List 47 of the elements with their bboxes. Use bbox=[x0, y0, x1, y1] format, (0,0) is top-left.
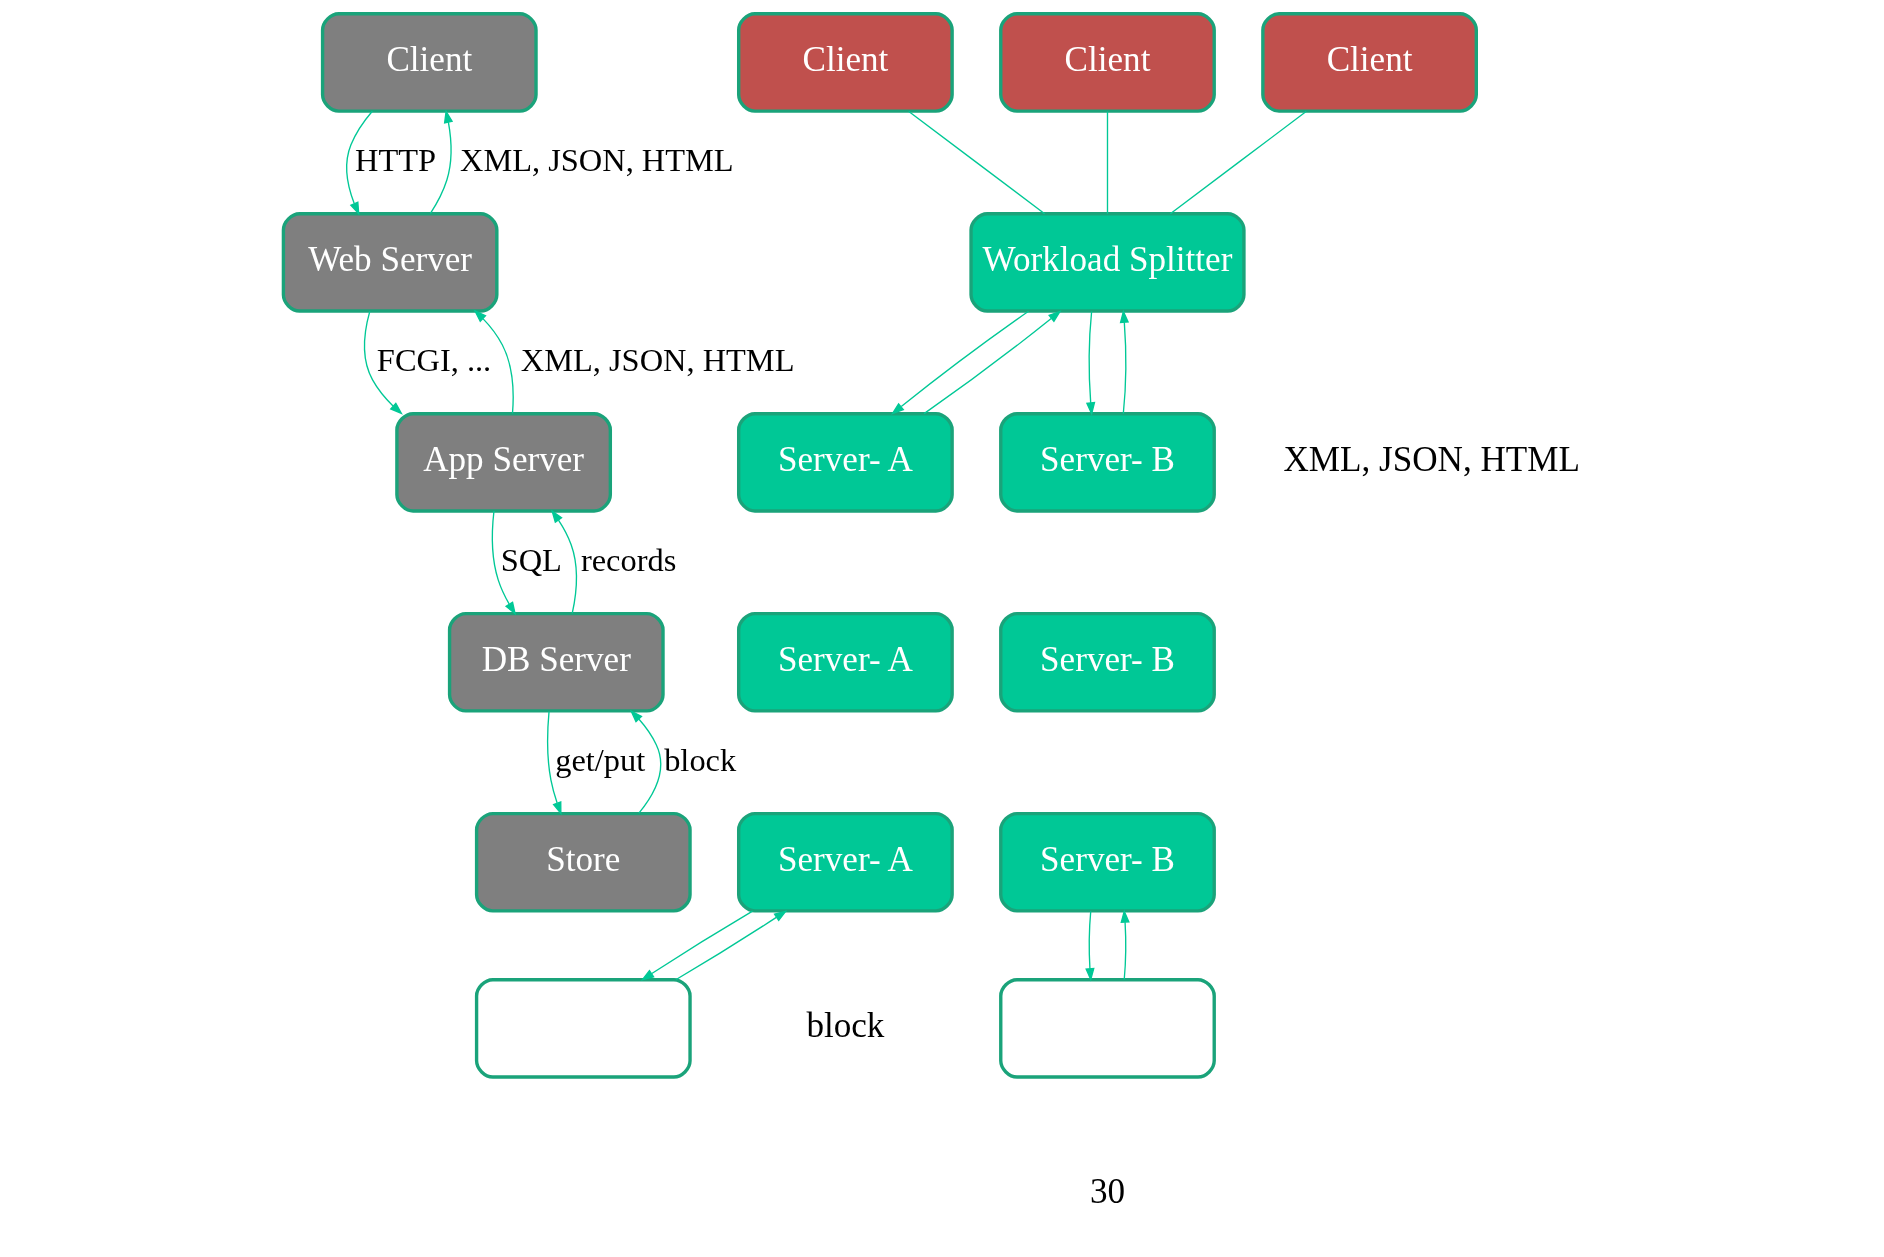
connector bbox=[1169, 110, 1307, 215]
node-box bbox=[474, 978, 692, 1079]
edge-label: get/put bbox=[555, 741, 646, 778]
edge-label: XML, JSON, HTML bbox=[520, 341, 795, 378]
node-box: Server- A bbox=[737, 611, 954, 713]
edge-label: records bbox=[580, 541, 677, 578]
arrow bbox=[491, 510, 517, 616]
arrow bbox=[891, 310, 1030, 415]
node-box: Server- B bbox=[999, 611, 1216, 713]
edge-label: FCGI, ... bbox=[376, 341, 492, 378]
node-box: Server- B bbox=[999, 412, 1216, 513]
node-box: Client bbox=[320, 12, 538, 113]
node-box: Client bbox=[737, 12, 954, 113]
label: block bbox=[806, 1005, 885, 1045]
node-box bbox=[999, 978, 1216, 1079]
node-box: Store bbox=[474, 811, 692, 913]
connector bbox=[1106, 110, 1109, 215]
arrow bbox=[1120, 909, 1130, 981]
arrow bbox=[429, 109, 454, 215]
label: 30 bbox=[1089, 1172, 1126, 1212]
arrow bbox=[1085, 910, 1095, 982]
arrow bbox=[473, 309, 514, 415]
arrow bbox=[629, 709, 662, 814]
node-box: Workload Splitter bbox=[969, 212, 1246, 313]
edge-label: block bbox=[664, 741, 737, 778]
arrow bbox=[1119, 309, 1130, 415]
node-box: Web Server bbox=[281, 212, 499, 313]
node-box: Client bbox=[999, 12, 1216, 113]
connector bbox=[908, 110, 1046, 215]
node-box: Server- B bbox=[999, 811, 1216, 913]
arrow bbox=[1085, 310, 1096, 416]
label: XML, JSON, HTML bbox=[1283, 439, 1580, 479]
node-box: Client bbox=[1261, 12, 1478, 113]
node-box: Server- A bbox=[737, 811, 954, 913]
arrow bbox=[923, 310, 1062, 415]
arrow bbox=[640, 910, 754, 981]
node-box: App Server bbox=[395, 412, 613, 513]
arrow bbox=[675, 910, 788, 981]
arrow bbox=[546, 710, 562, 816]
arrow bbox=[551, 509, 578, 615]
node-box: Server- A bbox=[737, 412, 954, 513]
arrow bbox=[363, 310, 403, 415]
edge-label: HTTP bbox=[355, 141, 437, 178]
arrow bbox=[346, 110, 373, 216]
edge-label: SQL bbox=[500, 541, 562, 578]
node-box: DB Server bbox=[447, 611, 665, 713]
edge-label: XML, JSON, HTML bbox=[459, 141, 734, 178]
